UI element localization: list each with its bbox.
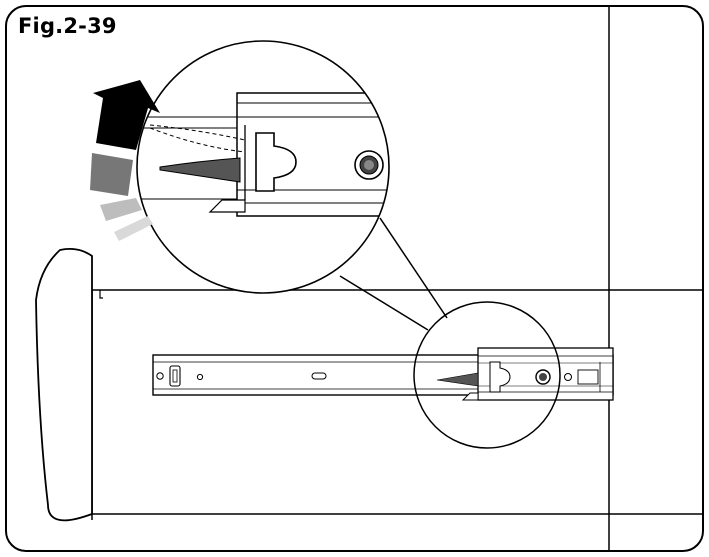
detail-circle-large (136, 40, 390, 294)
slide-rail (152, 347, 614, 401)
figure-label: Fig.2-39 (18, 14, 117, 38)
detail-circle-small (413, 301, 561, 449)
rotate-up-arrow-icon (90, 80, 160, 241)
drawer-front-panel (35, 247, 93, 522)
callout-lines (339, 217, 448, 331)
latch-lever-small (436, 372, 479, 387)
latch-lever-large (159, 157, 241, 183)
